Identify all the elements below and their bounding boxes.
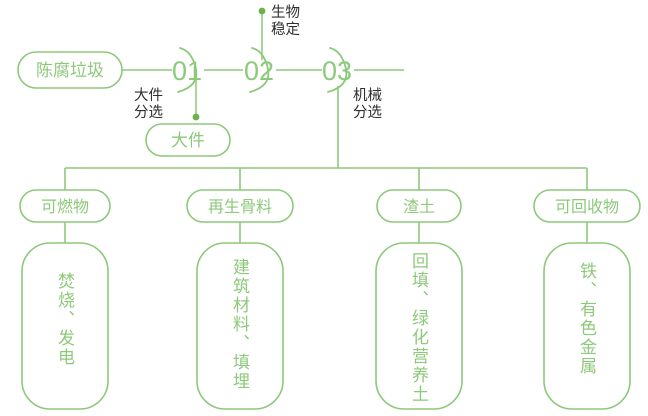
bio-stabilize-dot [258, 7, 266, 15]
treatment-box-2[interactable] [196, 242, 284, 410]
stage-03-description: 机械 分选 [353, 88, 382, 122]
stage-01-bracket-bottom [177, 69, 198, 93]
stage-number-01: 01 [172, 56, 202, 86]
stage-01-bracket-top [179, 47, 197, 70]
bulky-output-label: 大件 [171, 131, 205, 150]
category-pill-2[interactable] [186, 189, 294, 223]
stage-03-description-line2: 分选 [353, 105, 382, 121]
stage-02-description-line1: 生物 [271, 5, 300, 21]
treatment-box-3[interactable] [375, 242, 463, 410]
category-label-4: 可回收物 [555, 198, 619, 216]
category-label-1: 可燃物 [41, 198, 89, 216]
treatment-label-1: 焚烧、发电 [55, 272, 74, 367]
treatment-label-2: 建筑材料、填埋 [230, 258, 249, 391]
stage-01-description-line1: 大件 [134, 88, 163, 104]
stage-01-description: 大件 分选 [134, 88, 163, 122]
stage-03-bracket-top [329, 47, 347, 70]
stage-number-03: 03 [322, 56, 352, 86]
category-pill-3[interactable] [376, 189, 462, 223]
stage-03-description-line1: 机械 [353, 88, 382, 104]
treatment-box-1[interactable] [21, 242, 109, 410]
stage-01-description-line2: 分选 [134, 105, 163, 121]
stage-02-description-line2: 稳定 [271, 22, 300, 38]
source-node-label: 陈腐垃圾 [36, 61, 104, 80]
bulky-output-pill[interactable] [145, 123, 231, 157]
treatment-label-4: 铁、有色金属 [577, 262, 596, 376]
stage-number-02: 02 [244, 56, 274, 86]
stage-03-bracket-bottom [327, 69, 348, 93]
category-pill-4[interactable] [533, 189, 641, 223]
category-label-2: 再生骨料 [208, 198, 272, 216]
stage-02-description: 生物 稳定 [271, 5, 300, 39]
treatment-label-3: 回填、绿化营养土 [409, 252, 428, 404]
category-label-3: 渣土 [403, 198, 435, 216]
treatment-box-4[interactable] [543, 242, 631, 410]
bulky-branch-dot [192, 113, 200, 121]
category-pill-1[interactable] [19, 189, 111, 223]
source-node-pill[interactable] [17, 51, 123, 89]
stage-02-bracket-bottom [249, 69, 270, 93]
